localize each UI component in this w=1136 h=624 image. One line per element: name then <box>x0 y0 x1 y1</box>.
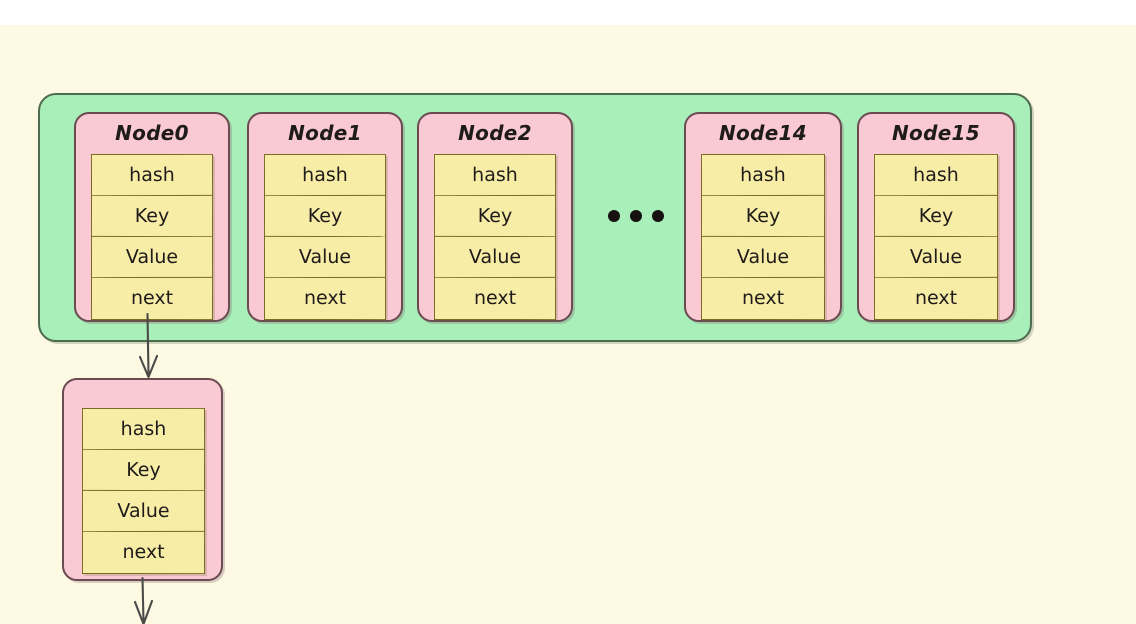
bucket-node-15-title: Node15 <box>892 121 980 145</box>
field-value: Value <box>82 490 205 533</box>
field-hash: hash <box>701 154 825 197</box>
bucket-node-0-fields: hash Key Value next <box>91 154 213 320</box>
field-value: Value <box>91 236 213 279</box>
bucket-node-2-fields: hash Key Value next <box>434 154 556 320</box>
bucket-node-0-title: Node0 <box>115 121 189 145</box>
field-next: next <box>701 277 825 320</box>
field-next: next <box>82 531 205 574</box>
field-key: Key <box>82 449 205 492</box>
field-hash: hash <box>82 408 205 451</box>
field-next: next <box>264 277 386 320</box>
field-key: Key <box>874 195 998 238</box>
field-key: Key <box>91 195 213 238</box>
bucket-node-14-title: Node14 <box>719 121 807 145</box>
field-next: next <box>434 277 556 320</box>
bucket-node-14-fields: hash Key Value next <box>701 154 825 320</box>
bucket-node-2-title: Node2 <box>458 121 532 145</box>
bucket-node-15[interactable]: Node15 hash Key Value next <box>857 112 1015 322</box>
field-value: Value <box>701 236 825 279</box>
field-next: next <box>874 277 998 320</box>
bucket-array-container: Node0 hash Key Value next Node1 hash Key… <box>38 93 1032 342</box>
field-key: Key <box>701 195 825 238</box>
field-next: next <box>91 277 213 320</box>
field-value: Value <box>434 236 556 279</box>
field-key: Key <box>264 195 386 238</box>
field-value: Value <box>264 236 386 279</box>
ellipsis-icon <box>608 205 664 227</box>
field-hash: hash <box>434 154 556 197</box>
bucket-node-1-fields: hash Key Value next <box>264 154 386 320</box>
ellipsis-dot <box>652 210 664 222</box>
field-hash: hash <box>264 154 386 197</box>
field-key: Key <box>434 195 556 238</box>
chain-node[interactable]: hash Key Value next <box>62 378 223 581</box>
field-hash: hash <box>874 154 998 197</box>
bucket-node-1-title: Node1 <box>288 121 362 145</box>
ellipsis-dot <box>630 210 642 222</box>
field-hash: hash <box>91 154 213 197</box>
ellipsis-dot <box>608 210 620 222</box>
bucket-node-0[interactable]: Node0 hash Key Value next <box>74 112 230 322</box>
field-value: Value <box>874 236 998 279</box>
bucket-node-15-fields: hash Key Value next <box>874 154 998 320</box>
chain-node-fields: hash Key Value next <box>82 408 205 574</box>
bucket-node-2[interactable]: Node2 hash Key Value next <box>417 112 573 322</box>
bucket-node-1[interactable]: Node1 hash Key Value next <box>247 112 403 322</box>
bucket-node-14[interactable]: Node14 hash Key Value next <box>684 112 842 322</box>
